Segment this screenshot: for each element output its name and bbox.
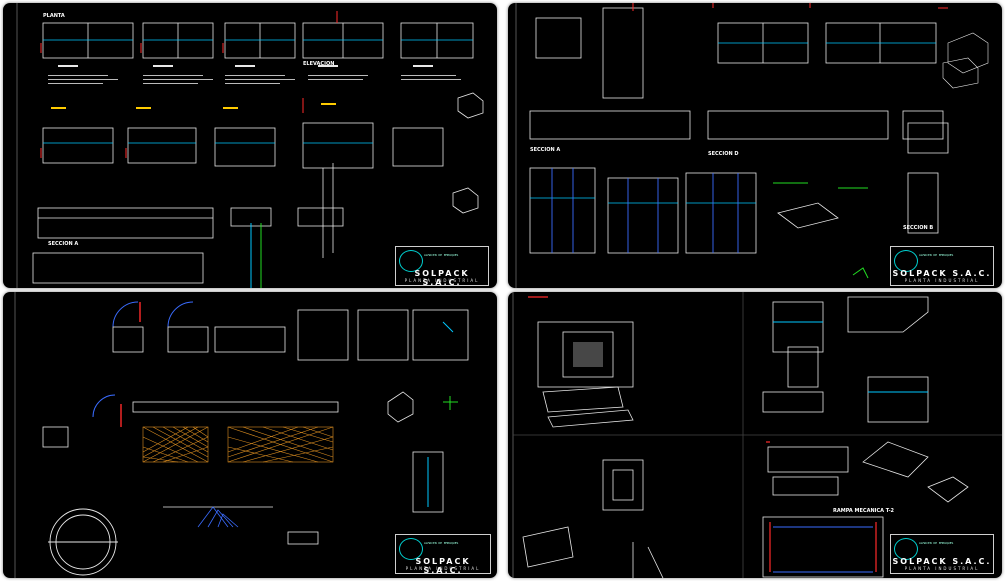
title-block: ALMACEN DE EMPAQUES SOLPACK S.A.C. PLANT… — [890, 246, 994, 286]
cad-drawing-details — [512, 292, 1002, 578]
drawing-sheet-bottom-right[interactable]: RAMPA MECANICA T-2 ALMACEN DE EMPAQUES S… — [508, 292, 1002, 578]
logo-caption: ALMACEN DE EMPAQUES — [424, 253, 459, 257]
drawing-sheet-bottom-left[interactable]: ALMACEN DE EMPAQUES SOLPACK S.A.C. PLANT… — [3, 292, 497, 578]
company-name: SOLPACK S.A.C. — [414, 269, 470, 287]
company-logo-icon — [894, 250, 918, 272]
title-block: ALMACEN DE EMPAQUES SOLPACK S.A.C. PLANT… — [395, 246, 489, 287]
cad-drawing-elevations — [16, 3, 484, 288]
project-name: PLANTA INDUSTRIAL — [904, 566, 980, 571]
section-label: SECCION A — [48, 241, 79, 247]
section-b-label: SECCION B — [903, 225, 934, 231]
company-logo-icon — [399, 538, 423, 560]
section-a-label: SECCION A — [530, 147, 561, 153]
ramp-label: RAMPA MECANICA T-2 — [833, 508, 894, 514]
plan-label: PLANTA — [43, 13, 65, 19]
logo-caption: ALMACEN DE EMPAQUES — [919, 541, 954, 545]
title-block: ALMACEN DE EMPAQUES SOLPACK S.A.C. PLANT… — [395, 534, 491, 575]
section-d-label: SECCION D — [708, 151, 739, 157]
logo-caption: ALMACEN DE EMPAQUES — [919, 253, 954, 257]
elevation-label: ELEVACION — [303, 61, 335, 67]
company-logo-icon — [894, 538, 918, 560]
project-name: PLANTA INDUSTRIAL — [404, 278, 480, 283]
drawing-sheet-top-left[interactable]: SECCION A PLANTA ELEVACION ALMACEN DE EM… — [3, 3, 497, 288]
cad-drawing-sections — [515, 3, 989, 288]
drawing-sheet-top-right[interactable]: SECCION A SECCION D SECCION B ALMACEN DE… — [508, 3, 1002, 288]
project-name: PLANTA INDUSTRIAL — [904, 278, 980, 283]
logo-caption: ALMACEN DE EMPAQUES — [424, 541, 459, 545]
project-name: PLANTA INDUSTRIAL — [405, 566, 481, 571]
company-name: SOLPACK S.A.C. — [892, 557, 992, 566]
company-name: SOLPACK S.A.C. — [892, 269, 992, 278]
title-block: ALMACEN DE EMPAQUES SOLPACK S.A.C. PLANT… — [890, 534, 994, 574]
company-logo-icon — [399, 250, 423, 272]
company-name: SOLPACK S.A.C. — [415, 557, 471, 575]
cad-drawing-doors — [14, 292, 469, 578]
